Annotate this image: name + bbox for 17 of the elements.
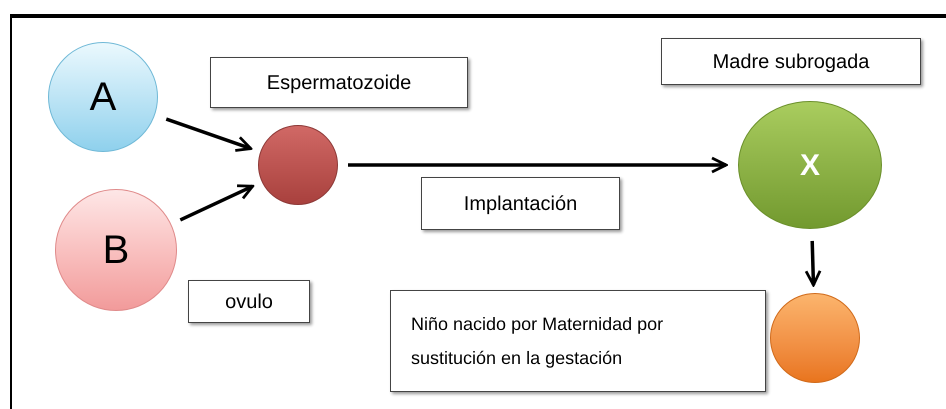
text-box xyxy=(188,280,310,323)
node-label: Implantación xyxy=(464,192,578,216)
node-label: Madre subrogada xyxy=(712,50,870,74)
node-label: B xyxy=(102,227,130,274)
arrow xyxy=(804,240,822,286)
node-label: ovulo xyxy=(225,290,273,314)
text-box xyxy=(421,177,620,230)
text-box xyxy=(210,57,468,108)
arrow xyxy=(348,156,728,174)
node-label: X xyxy=(800,148,820,184)
arrow xyxy=(180,184,254,222)
text-box xyxy=(661,38,921,85)
arrow xyxy=(166,117,252,152)
node-label: Espermatozoide xyxy=(266,70,412,96)
text-box xyxy=(390,290,766,392)
node-label: A xyxy=(90,74,116,121)
node-label: Niño nacido por Maternidad por sustitución en la gestación xyxy=(411,313,664,370)
